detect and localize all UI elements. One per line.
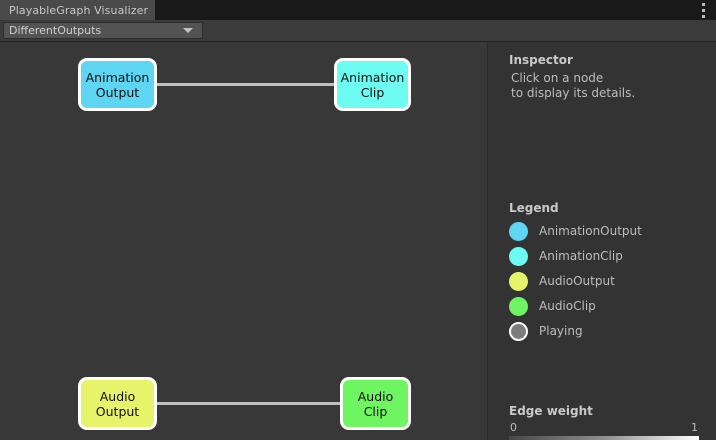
kebab-dot — [701, 3, 705, 6]
node-label-line-2: Clip — [360, 84, 385, 100]
legend-item-playing: Playing — [509, 320, 583, 342]
node-label-line-1: Audio — [99, 388, 136, 404]
side-panel: Inspector Click on a node to display its… — [487, 42, 716, 440]
edge-audio[interactable] — [157, 402, 340, 405]
legend-item-label: Playing — [539, 324, 583, 338]
kebab-menu-icon[interactable] — [700, 3, 706, 18]
legend-item-label: AudioClip — [539, 299, 596, 313]
legend-item-label: AnimationClip — [539, 249, 623, 263]
edge-weight-max-label: 1 — [691, 421, 698, 434]
legend-item-animationoutput: AnimationOutput — [509, 220, 642, 242]
node-label-line-1: Animation — [85, 69, 150, 85]
graph-selector-value: DifferentOutputs — [9, 24, 102, 37]
node-label-line-2: Output — [95, 84, 140, 100]
edge-weight-min-label: 0 — [510, 421, 517, 434]
node-label-line-2: Clip — [363, 403, 388, 419]
graph-selector-dropdown[interactable]: DifferentOutputs — [3, 22, 203, 39]
window-titlebar: PlayableGraph Visualizer — [0, 0, 716, 20]
edge-weight-title: Edge weight — [509, 404, 593, 418]
toolbar: DifferentOutputs — [0, 20, 716, 42]
legend-item-animationclip: AnimationClip — [509, 245, 623, 267]
legend-item-label: AnimationOutput — [539, 224, 642, 238]
legend-item-audiooutput: AudioOutput — [509, 270, 615, 292]
node-label-line-2: Output — [95, 403, 140, 419]
legend-color-swatch-icon — [509, 246, 528, 266]
chevron-down-icon — [183, 28, 193, 33]
legend-color-swatch-icon — [509, 296, 528, 316]
tab-label: PlayableGraph Visualizer — [9, 3, 149, 17]
legend-item-audioclip: AudioClip — [509, 295, 596, 317]
tab-playablegraph-visualizer[interactable]: PlayableGraph Visualizer — [0, 0, 155, 20]
legend-item-label: AudioOutput — [539, 274, 615, 288]
node-label-line-1: Animation — [340, 69, 405, 85]
legend-title: Legend — [509, 201, 559, 215]
legend-color-swatch-icon — [509, 221, 528, 241]
inspector-empty-message: Click on a node to display its details. — [511, 71, 636, 100]
kebab-dot — [701, 15, 705, 18]
kebab-dot — [701, 9, 705, 12]
edge-animation[interactable] — [157, 83, 334, 86]
node-label-line-1: Audio — [357, 388, 394, 404]
legend-color-swatch-icon — [509, 321, 528, 341]
edge-weight-gradient-bar — [509, 436, 699, 440]
inspector-title: Inspector — [509, 53, 573, 67]
legend-color-swatch-icon — [509, 271, 528, 291]
